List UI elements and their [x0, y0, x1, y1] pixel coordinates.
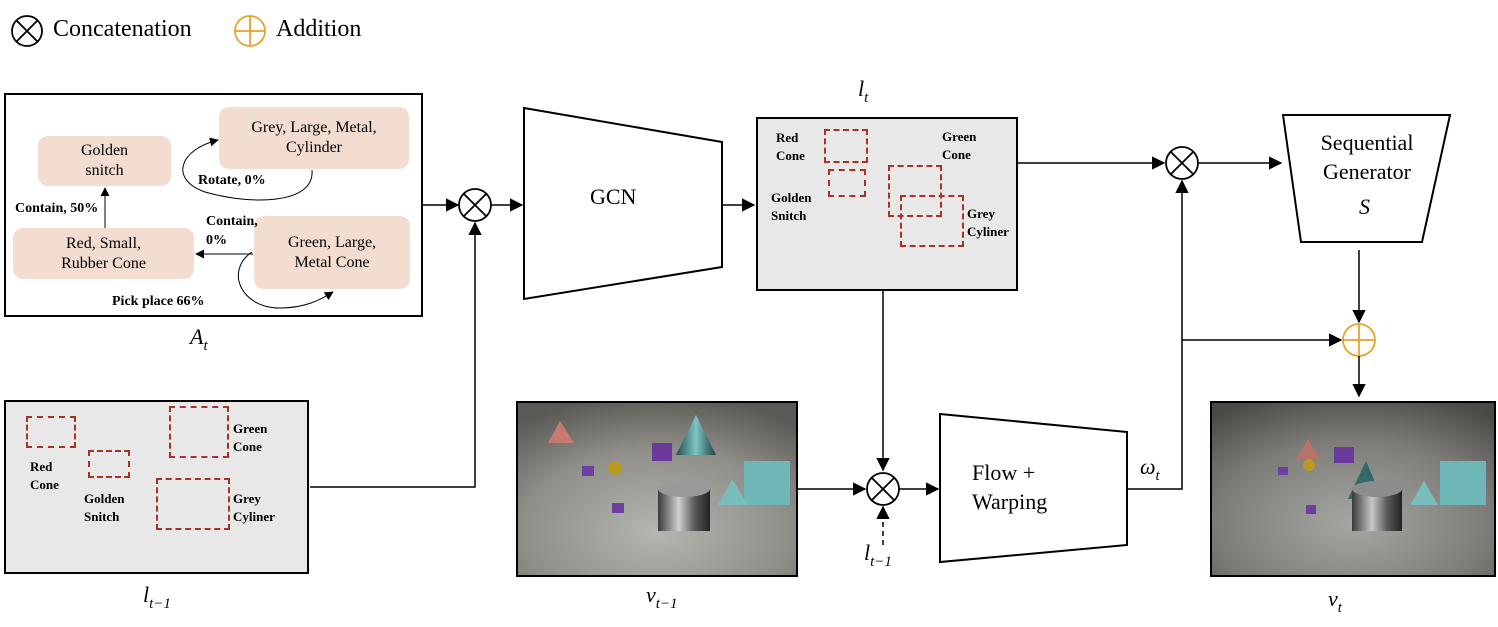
layout-label-red-cone: Red Cone — [776, 130, 805, 163]
concatenation-legend-icon — [11, 15, 43, 47]
output-frame-label-sub: t — [1337, 600, 1342, 616]
generator-symbol: S — [1359, 194, 1370, 219]
layout-label-main: l — [858, 76, 865, 101]
prev-label-green-cone: Green Cone — [233, 421, 268, 454]
prev-frame-image — [516, 401, 798, 577]
flow-input-label: lt−1 — [864, 540, 892, 571]
graph-label: At — [190, 324, 208, 355]
output-frame-scene — [1212, 403, 1494, 575]
layout-label: lt — [858, 76, 868, 107]
concat-op-3 — [866, 472, 900, 506]
prev-layout-panel: Red Cone Golden Snitch Green Cone Grey C… — [4, 400, 309, 574]
flow-input-label-sub: t−1 — [870, 554, 892, 570]
prev-bbox-green-cone — [169, 406, 229, 458]
graph-label-sub: t — [203, 338, 208, 354]
output-frame-label: vt — [1328, 586, 1342, 617]
prev-frame-label-main: v — [646, 582, 656, 607]
green-cone-node: Green, Large, Metal Cone — [254, 216, 410, 289]
bbox-grey-cylinder — [900, 195, 964, 247]
prev-layout-label: lt−1 — [143, 582, 171, 613]
prev-label-grey-cylinder: Grey Cyliner — [233, 491, 275, 524]
output-frame-image — [1210, 401, 1496, 577]
golden-snitch-node: Golden snitch — [38, 136, 171, 186]
flow-warping-label: Flow + Warping — [972, 460, 1048, 514]
prev-frame-label-sub: t−1 — [655, 596, 678, 612]
output-frame-label-main: v — [1328, 586, 1338, 611]
layout-label-golden-snitch: Golden Snitch — [771, 190, 812, 223]
prev-layout-label-sub: t−1 — [149, 596, 171, 612]
contain-0-edge-label: Contain, 0% — [206, 214, 258, 248]
concat-op-2 — [1165, 146, 1199, 180]
addition-legend-label: Addition — [276, 16, 362, 42]
layout-label-green-cone: Green Cone — [942, 129, 977, 162]
bbox-green-cone — [888, 165, 942, 217]
flow-warping-block — [939, 412, 1128, 564]
flow-input-label-main: l — [864, 540, 871, 565]
omega-label: ωt — [1140, 454, 1160, 485]
generator-label: Sequential Generator — [1320, 130, 1414, 184]
prev-frame-scene — [518, 403, 796, 575]
sequential-generator-block — [1281, 114, 1452, 243]
prev-layout-label-main: l — [143, 582, 150, 607]
contain-50-edge-label: Contain, 50% — [15, 201, 99, 216]
omega-label-main: ω — [1140, 454, 1156, 479]
bbox-red-cone — [824, 129, 868, 163]
addition-op — [1342, 323, 1376, 357]
concat-op-1 — [458, 188, 492, 222]
gcn-label: GCN — [590, 184, 637, 209]
prev-frame-label: vt−1 — [646, 582, 678, 613]
prev-bbox-golden-snitch — [88, 450, 130, 478]
bbox-golden-snitch — [828, 169, 866, 197]
prev-bbox-grey-cylinder — [156, 478, 230, 530]
layout-panel: Red Cone Golden Snitch Green Cone Grey C… — [756, 117, 1018, 291]
concatenation-legend-label: Concatenation — [53, 16, 192, 42]
prev-label-red-cone: Red Cone — [30, 459, 59, 492]
omega-label-sub: t — [1155, 468, 1160, 484]
layout-label-grey-cylinder: Grey Cyliner — [967, 206, 1009, 239]
prev-bbox-red-cone — [26, 416, 76, 448]
gcn-block — [523, 106, 723, 301]
rotate-edge-label: Rotate, 0% — [198, 173, 266, 188]
pick-place-edge-label: Pick place 66% — [112, 294, 205, 309]
pick-place-edge — [237, 251, 334, 309]
addition-legend-icon — [234, 15, 266, 47]
layout-label-sub: t — [864, 90, 869, 106]
grey-cylinder-node: Grey, Large, Metal, Cylinder — [219, 107, 409, 169]
rotate-edge — [182, 137, 313, 201]
red-cone-node: Red, Small, Rubber Cone — [13, 228, 194, 279]
graph-label-main: A — [190, 324, 204, 349]
prev-label-golden-snitch: Golden Snitch — [84, 491, 125, 524]
